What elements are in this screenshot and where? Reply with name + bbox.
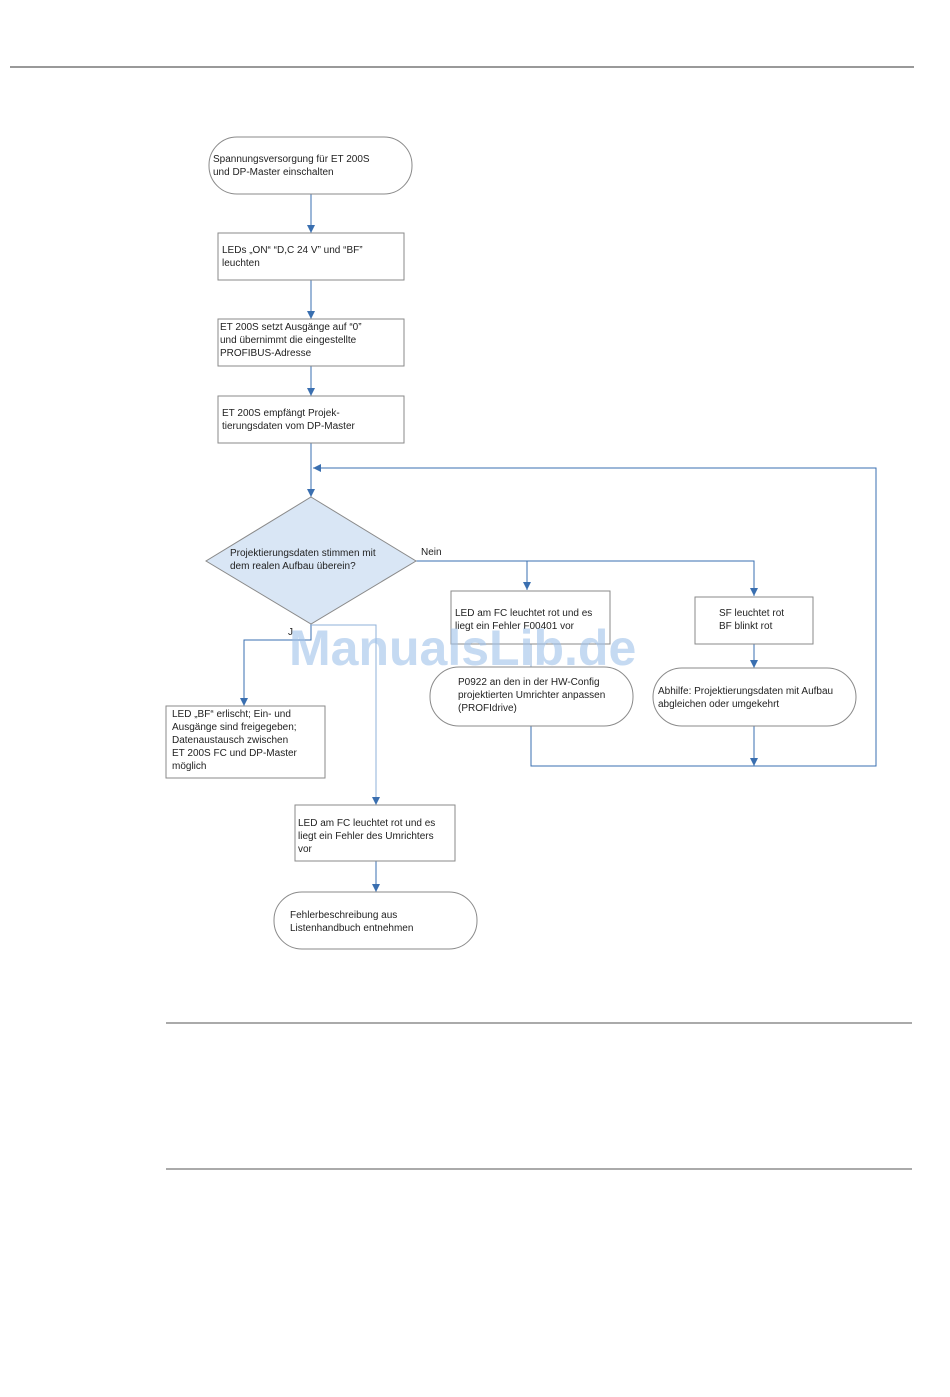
node-line: Ausgänge sind freigegeben; — [172, 722, 297, 733]
text-fault-inverter: LED am FC leuchtet rot und es liegt ein F… — [298, 818, 435, 855]
node-line: LED am FC leuchtet rot und es — [298, 818, 435, 829]
node-fault-f00401 — [450, 590, 611, 645]
node-line: ET 200S setzt Ausgänge auf “0” — [220, 322, 362, 333]
node-line: Datenaustausch zwischen — [172, 735, 288, 746]
text-fault-f00401: LED am FC leuchtet rot und es liegt ein F… — [455, 608, 592, 632]
text-p0922: P0922 an den in der HW-Config projektiert… — [458, 677, 605, 714]
node-line: PROFIBUS-Adresse — [220, 348, 312, 359]
node-line: Projektierungsdaten stimmen mit — [230, 548, 376, 559]
edge-loop-back — [313, 464, 877, 767]
edge-p0922-to-merge — [530, 726, 754, 767]
node-line: liegt ein Fehler F00401 vor — [455, 621, 575, 632]
node-line: ET 200S empfängt Projek- — [222, 408, 340, 419]
node-line: tierungsdaten vom DP-Master — [222, 421, 356, 432]
node-line: SF leuchtet rot — [719, 608, 784, 619]
node-line: Fehlerbeschreibung aus — [290, 910, 397, 921]
node-sf-red — [694, 596, 814, 645]
node-line: möglich — [172, 761, 206, 772]
text-decision: Projektierungsdaten stimmen mit dem reale… — [230, 548, 376, 572]
node-line: und übernimmt die eingestellte — [220, 335, 357, 346]
text-leds-on: LEDs „ON“ “D,C 24 V” und “BF” leuchten — [222, 245, 363, 269]
node-line: Spannungsversorgung für ET 200S — [213, 154, 370, 165]
edges — [240, 194, 877, 892]
node-line: und DP-Master einschalten — [213, 167, 334, 178]
node-start — [208, 136, 413, 195]
node-line: vor — [298, 844, 313, 855]
node-line: BF blinkt rot — [719, 621, 773, 632]
text-remedy: Abhilfe: Projektierungsdaten mit Aufbau a… — [658, 686, 833, 710]
text-set-outputs: ET 200S setzt Ausgänge auf “0” und überni… — [220, 322, 362, 359]
edge-no-branch — [416, 560, 758, 596]
label-yes: J — [288, 627, 293, 638]
node-leds-on — [217, 232, 405, 281]
node-line: liegt ein Fehler des Umrichters — [298, 831, 434, 842]
node-p0922 — [429, 666, 634, 727]
node-handbook — [273, 891, 478, 950]
node-bf-off — [165, 705, 326, 779]
node-fault-inverter — [294, 804, 456, 862]
node-line: LED „BF“ erlischt; Ein- und — [172, 709, 291, 720]
node-line: dem realen Aufbau überein? — [230, 561, 356, 572]
node-line: Abhilfe: Projektierungsdaten mit Aufbau — [658, 686, 833, 697]
node-decision — [205, 496, 417, 625]
node-set-outputs — [217, 318, 405, 367]
node-line: Listenhandbuch entnehmen — [290, 923, 413, 934]
node-line: P0922 an den in der HW-Config — [458, 677, 600, 688]
node-remedy — [652, 667, 857, 727]
text-start: Spannungsversorgung für ET 200S und DP-Ma… — [213, 154, 370, 178]
edge-decision-to-fault-inv — [311, 624, 380, 805]
node-receive-config — [217, 395, 405, 444]
label-no: Nein — [421, 547, 442, 558]
node-line: (PROFIdrive) — [458, 703, 517, 714]
node-line: abgleichen oder umgekehrt — [658, 699, 779, 710]
edge-yes-branch — [240, 622, 312, 706]
watermark: ManualsLib.de — [289, 620, 636, 676]
node-line: projektierten Umrichter anpassen — [458, 690, 605, 701]
text-sf-red: SF leuchtet rot BF blinkt rot — [719, 608, 784, 632]
node-line: LED am FC leuchtet rot und es — [455, 608, 592, 619]
node-line: LEDs „ON“ “D,C 24 V” und “BF” — [222, 245, 363, 256]
text-receive-config: ET 200S empfängt Projek-tierungsdaten vo… — [222, 408, 356, 432]
node-line: leuchten — [222, 258, 260, 269]
node-line: ET 200S FC und DP-Master — [172, 748, 298, 759]
